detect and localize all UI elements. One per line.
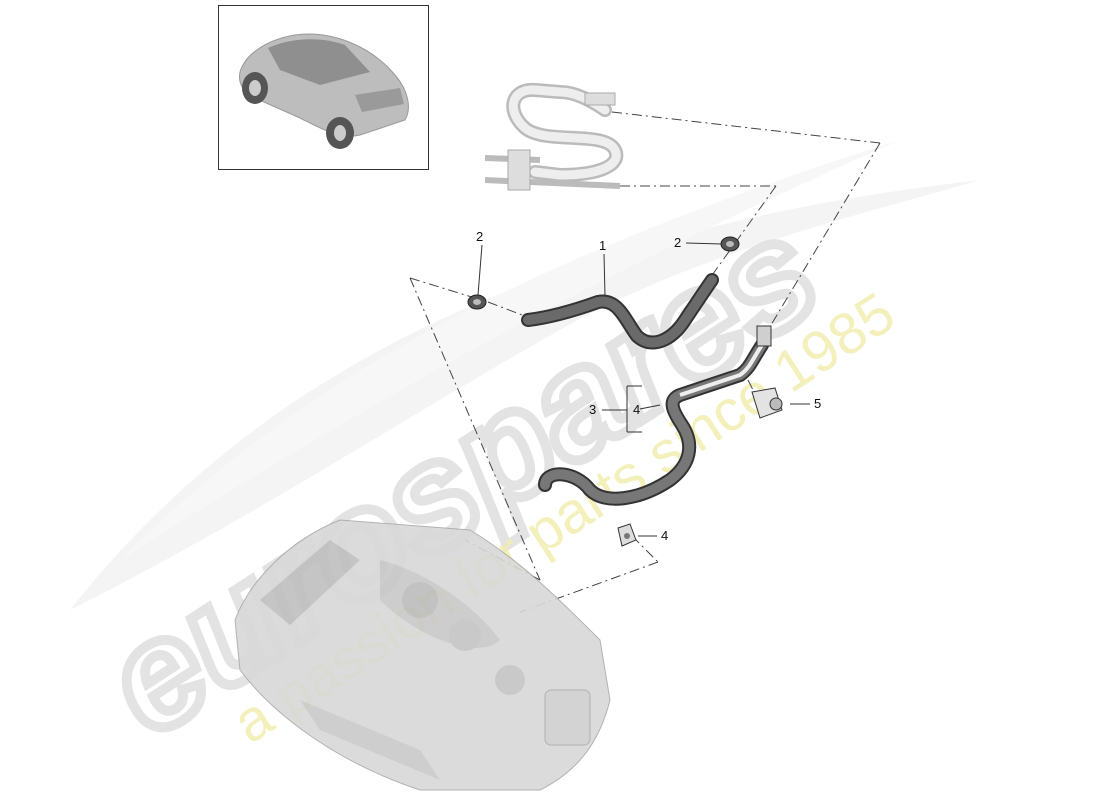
callout-part-2-right: 2 [674,235,682,250]
car-suv-icon [239,33,409,149]
callout-part-2-left: 2 [476,229,484,244]
part-4-bracket [617,523,637,547]
callout-part-3: 3 [589,402,597,417]
leader-lines [477,242,810,537]
part-3-hose [538,325,772,506]
part-1-hose [521,273,719,350]
part-2-clamp-left [467,294,487,310]
callout-part-1: 1 [599,238,607,253]
engine-block-icon [234,519,611,791]
callout-part-5: 5 [814,396,822,411]
upper-hose-assembly [484,82,624,191]
part-5-valve [751,387,783,419]
callout-part-4-bracket: 4 [633,402,641,417]
part-2-clamp-right [720,236,740,252]
thumbnail-frame [218,5,429,170]
callout-part-4-lower: 4 [661,528,669,543]
